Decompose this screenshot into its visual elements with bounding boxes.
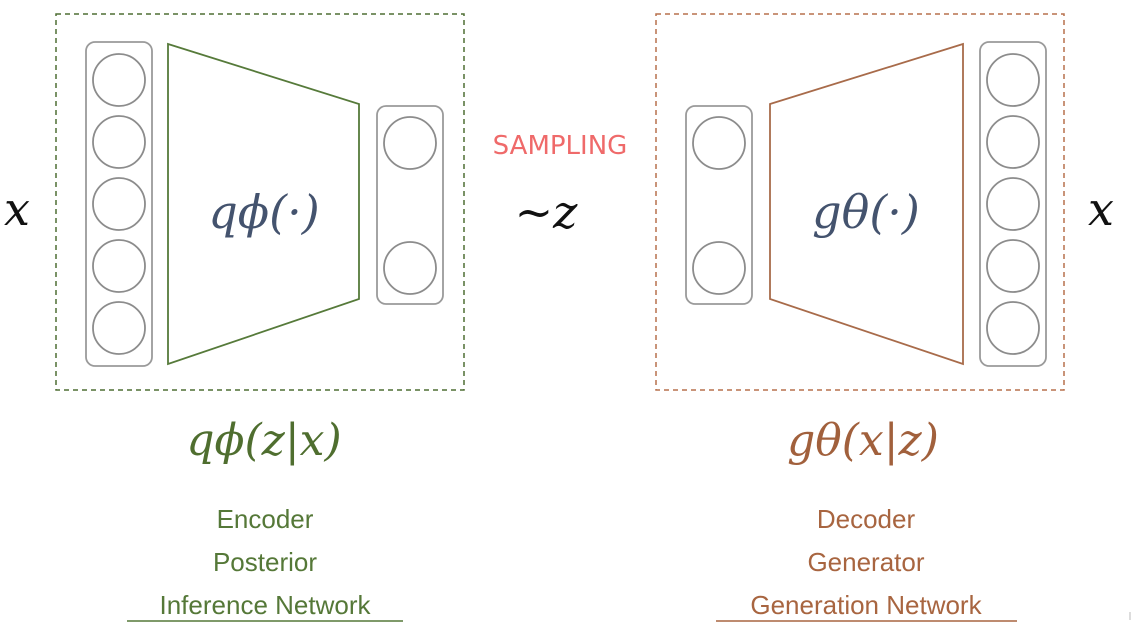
neuron: [986, 239, 1040, 293]
encoder-role-encoder: Encoder: [217, 504, 314, 534]
neuron: [692, 241, 746, 295]
decoder-output-layer: [979, 41, 1047, 367]
neuron: [92, 53, 146, 107]
neuron: [92, 115, 146, 169]
encoder-input-layer: [85, 41, 153, 367]
decoder-role-generation-network: Generation Network: [750, 590, 982, 620]
neuron: [92, 239, 146, 293]
encoder-function-label: qϕ(·): [208, 185, 319, 239]
input-x-label: x: [4, 182, 30, 236]
neuron: [986, 115, 1040, 169]
neuron: [986, 177, 1040, 231]
decoder-distribution-label: gθ(x|z): [787, 415, 939, 466]
latent-z-label: ~z: [515, 185, 579, 239]
encoder-role-posterior: Posterior: [213, 547, 317, 577]
decoder-box: [655, 13, 1065, 391]
encoder-latent-layer: [376, 105, 444, 305]
decoder-latent-layer: [685, 105, 753, 305]
encoder-network-shape: [167, 42, 360, 366]
neuron: [383, 116, 437, 170]
decoder-role-generator: Generator: [807, 547, 924, 577]
decoder-role-decoder: Decoder: [817, 504, 916, 534]
decoder-network-shape: [769, 42, 964, 366]
neuron: [986, 53, 1040, 107]
neuron: [92, 177, 146, 231]
neuron: [92, 301, 146, 355]
neuron: [383, 241, 437, 295]
encoder-box: [55, 13, 465, 391]
output-x-label: x: [1088, 182, 1114, 236]
encoder-role-inference-network: Inference Network: [160, 590, 372, 620]
neuron: [986, 301, 1040, 355]
decoder-function-label: gθ(·): [812, 185, 920, 239]
sampling-label: SAMPLING: [493, 131, 628, 161]
encoder-distribution-label: qϕ(z|x): [186, 415, 341, 466]
neuron: [692, 116, 746, 170]
